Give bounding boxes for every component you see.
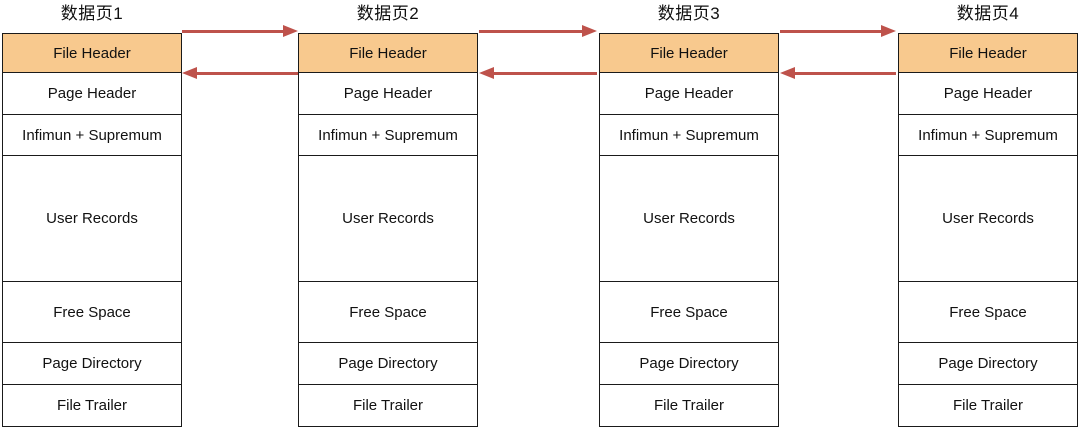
data-page-3-title: 数据页3 [657, 4, 721, 23]
data-page-2-box: File Header Page Header Infimun + Suprem… [298, 33, 478, 427]
data-page-4: 数据页4 File Header Page Header Infimun + S… [898, 0, 1078, 430]
data-page-1-box: File Header Page Header Infimun + Suprem… [2, 33, 182, 427]
free-space-cell: Free Space [600, 281, 778, 342]
prev-page-arrow-icon [479, 67, 597, 79]
file-header-cell: File Header [600, 34, 778, 72]
free-space-cell: Free Space [299, 281, 477, 342]
data-page-1-title: 数据页1 [60, 4, 124, 23]
infimum-supremum-cell: Infimun + Supremum [299, 114, 477, 155]
next-page-arrow-icon [780, 25, 896, 37]
page-directory-cell: Page Directory [299, 342, 477, 384]
free-space-cell: Free Space [899, 281, 1077, 342]
next-page-arrow-icon [182, 25, 298, 37]
data-page-2-title: 数据页2 [356, 4, 420, 23]
file-trailer-cell: File Trailer [899, 384, 1077, 426]
free-space-cell: Free Space [3, 281, 181, 342]
infimum-supremum-cell: Infimun + Supremum [600, 114, 778, 155]
page-directory-cell: Page Directory [899, 342, 1077, 384]
user-records-cell: User Records [3, 155, 181, 281]
infimum-supremum-cell: Infimun + Supremum [899, 114, 1077, 155]
page-header-cell: Page Header [299, 72, 477, 114]
infimum-supremum-cell: Infimun + Supremum [3, 114, 181, 155]
user-records-cell: User Records [299, 155, 477, 281]
page-header-cell: Page Header [600, 72, 778, 114]
data-page-3: 数据页3 File Header Page Header Infimun + S… [599, 0, 779, 430]
data-page-3-box: File Header Page Header Infimun + Suprem… [599, 33, 779, 427]
file-trailer-cell: File Trailer [299, 384, 477, 426]
page-directory-cell: Page Directory [3, 342, 181, 384]
next-page-arrow-icon [479, 25, 597, 37]
user-records-cell: User Records [899, 155, 1077, 281]
file-header-cell: File Header [3, 34, 181, 72]
prev-page-arrow-icon [780, 67, 896, 79]
data-page-4-title: 数据页4 [956, 4, 1020, 23]
file-trailer-cell: File Trailer [600, 384, 778, 426]
data-page-2: 数据页2 File Header Page Header Infimun + S… [298, 0, 478, 430]
file-trailer-cell: File Trailer [3, 384, 181, 426]
page-directory-cell: Page Directory [600, 342, 778, 384]
page-header-cell: Page Header [899, 72, 1077, 114]
data-page-1: 数据页1 File Header Page Header Infimun + S… [2, 0, 182, 430]
file-header-cell: File Header [299, 34, 477, 72]
file-header-cell: File Header [899, 34, 1077, 72]
prev-page-arrow-icon [182, 67, 298, 79]
user-records-cell: User Records [600, 155, 778, 281]
page-header-cell: Page Header [3, 72, 181, 114]
data-page-4-box: File Header Page Header Infimun + Suprem… [898, 33, 1078, 427]
